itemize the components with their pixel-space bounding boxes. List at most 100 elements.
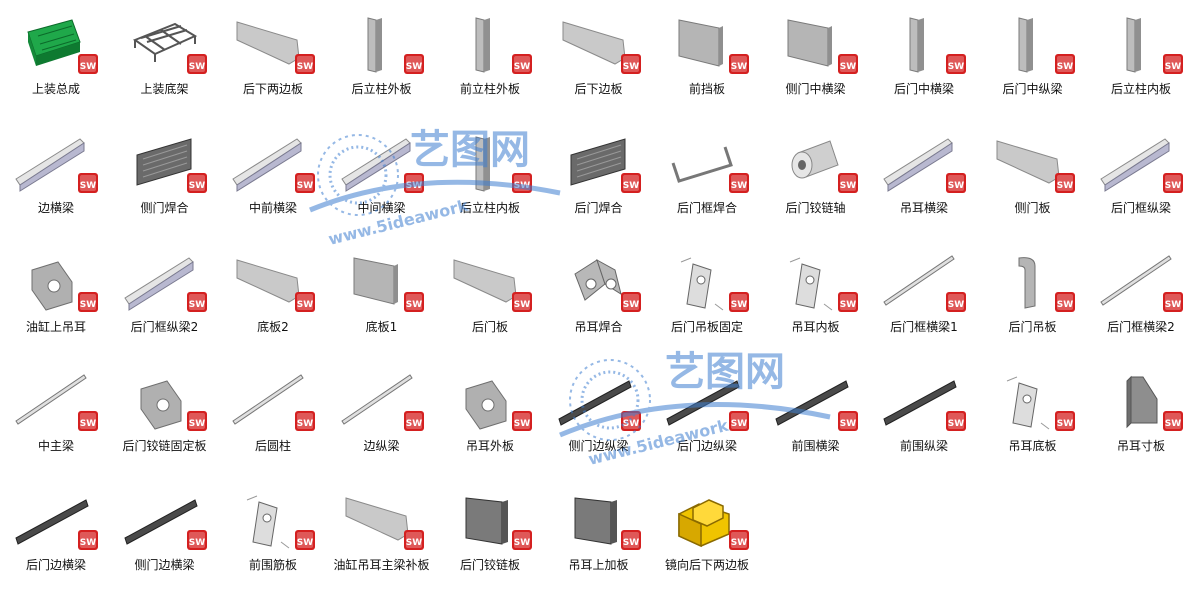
file-label: 中间横梁 (357, 201, 406, 215)
plate-icon: SW (219, 6, 327, 82)
solidworks-part-icon: SW (1163, 292, 1183, 312)
file-label: 吊耳焊合 (574, 320, 623, 334)
plate-icon: SW (545, 6, 653, 82)
file-label: 吊耳上加板 (568, 558, 629, 572)
bar-icon: SW (545, 363, 653, 439)
yellow-block-icon: SW (653, 482, 761, 558)
file-label: 后门吊板固定 (670, 320, 743, 334)
solidworks-part-icon: SW (78, 411, 98, 431)
file-label: 前立柱外板 (459, 82, 520, 96)
file-label: 后下边板 (574, 82, 623, 96)
file-label: 后门中纵梁 (1002, 82, 1063, 96)
svg-text:SW: SW (80, 62, 96, 72)
file-item[interactable]: SW 侧门焊合 (111, 125, 219, 243)
grille-icon: SW (545, 125, 653, 201)
svg-text:SW: SW (1056, 419, 1072, 429)
bar-icon: SW (111, 482, 219, 558)
file-label: 上装总成 (31, 82, 80, 96)
svg-text:SW: SW (188, 181, 204, 191)
solidworks-part-icon: SW (403, 54, 424, 74)
file-label: 前挡板 (688, 82, 725, 96)
block-icon: SW (545, 482, 653, 558)
lug-icon: SW (111, 363, 219, 439)
solidworks-part-icon: SW (620, 411, 641, 431)
svg-text:SW: SW (405, 62, 421, 72)
solidworks-part-icon: SW (837, 54, 858, 74)
svg-text:SW: SW (1165, 62, 1181, 72)
file-label: 侧门焊合 (140, 201, 189, 215)
file-label: 后圆柱 (254, 439, 291, 453)
svg-text:SW: SW (948, 419, 964, 429)
post-icon: SW (870, 6, 978, 82)
file-label: 边横梁 (37, 201, 74, 215)
file-label: 后立柱外板 (351, 82, 412, 96)
file-item[interactable]: SW 前立柱外板 (436, 6, 544, 124)
solidworks-part-icon: SW (512, 292, 532, 312)
plate-icon: SW (219, 244, 327, 320)
panel-icon: SW (328, 244, 436, 320)
file-item[interactable]: SW 中主梁 (2, 363, 110, 481)
svg-text:SW: SW (1165, 419, 1181, 429)
file-label: 后门框纵梁 (1110, 201, 1171, 215)
file-label: 中主梁 (37, 439, 74, 453)
file-label: 侧门板 (1014, 201, 1051, 215)
solidworks-part-icon: SW (403, 411, 424, 431)
post-icon: SW (328, 6, 436, 82)
svg-text:SW: SW (514, 419, 530, 429)
solidworks-part-icon: SW (512, 54, 532, 74)
svg-text:SW: SW (839, 181, 855, 191)
solidworks-part-icon: SW (620, 173, 641, 193)
solidworks-part-icon: SW (403, 173, 424, 193)
post-icon: SW (436, 6, 544, 82)
solidworks-part-icon: SW (1054, 292, 1075, 312)
file-item[interactable]: SW 中间横梁 (328, 125, 436, 243)
file-item[interactable]: SW 后立柱外板 (328, 6, 436, 124)
